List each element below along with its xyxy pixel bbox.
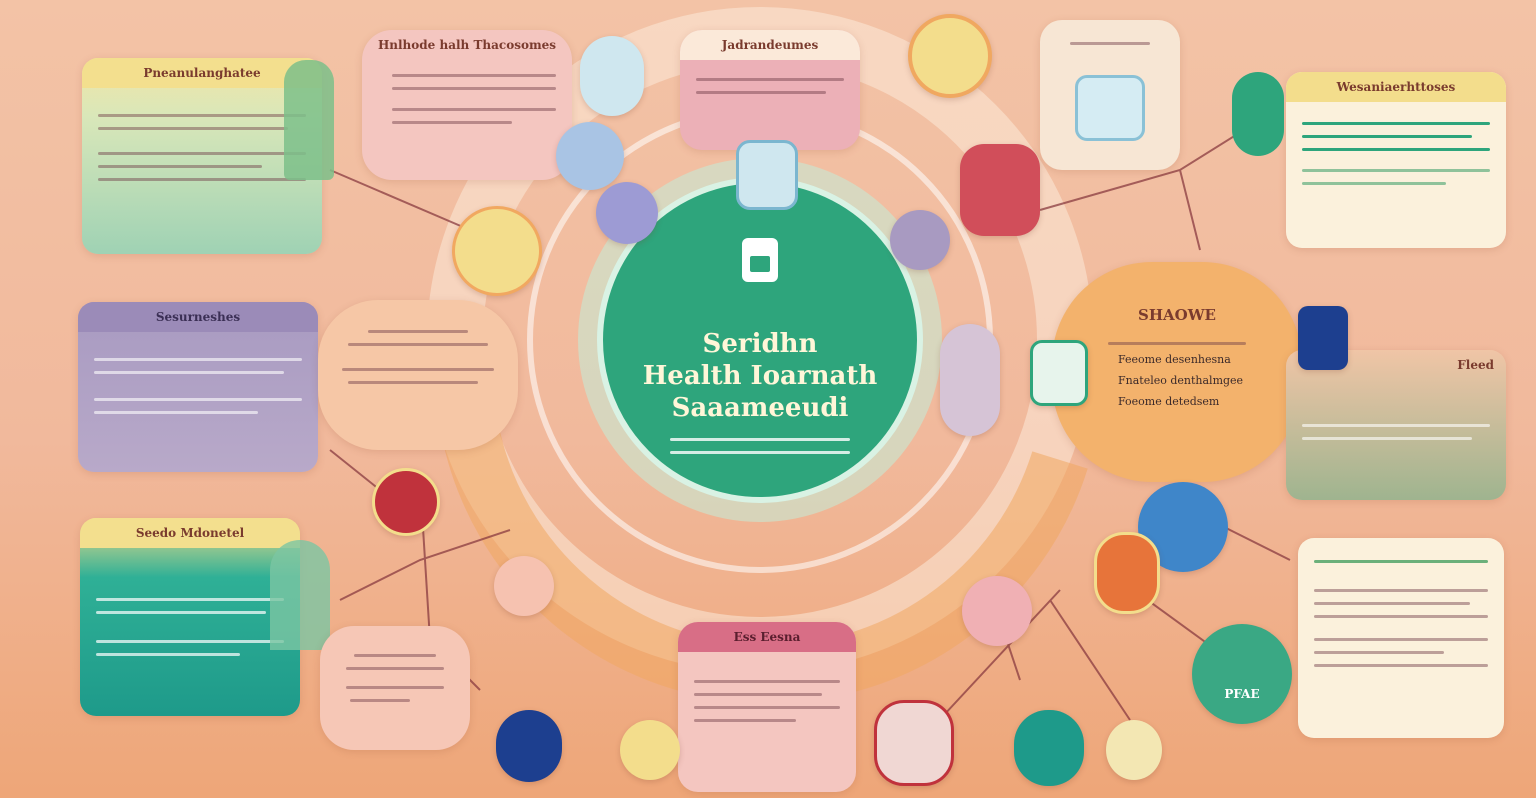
bubble-navy-bottom[interactable]	[496, 710, 562, 782]
device-icon	[1075, 75, 1145, 141]
card-top-center-heading: Jadrandeumes	[680, 30, 860, 60]
bubble-yellow-bottom[interactable]	[620, 720, 680, 780]
bubble-yellow-bottom-right[interactable]	[1106, 720, 1162, 780]
card-top-center-left-heading: Hnlhode halh Thacosomes	[377, 38, 557, 52]
card-bottom-right[interactable]	[1298, 538, 1504, 738]
building-icon	[1232, 72, 1284, 156]
card-bottom-left-small[interactable]	[320, 626, 470, 750]
bubble-purple-2[interactable]	[596, 182, 658, 244]
card-top-right[interactable]: Wesaniaerhttoses	[1286, 72, 1506, 248]
card-top-left[interactable]: Pneanulanghatee	[82, 58, 322, 254]
bubble-doc-right[interactable]	[1030, 340, 1088, 406]
bubble-green-bottom-right[interactable]: PFAE	[1192, 624, 1292, 724]
bubble-orange-badge[interactable]	[1094, 532, 1160, 614]
card-left-blob[interactable]	[318, 300, 518, 450]
bubble-red-house[interactable]	[960, 144, 1040, 236]
hub-text-lines	[670, 428, 850, 454]
chart-icon[interactable]	[580, 36, 644, 116]
bubble-red-left[interactable]	[372, 468, 440, 536]
bubble-lilac-1[interactable]	[890, 210, 950, 270]
right-blob-label-2: Fnateleo denthalmgee	[1118, 374, 1244, 387]
cactus-icon	[284, 60, 334, 180]
hub-document-icon-inner	[750, 256, 770, 272]
hub-title-line-2: Health Ioarnath	[642, 361, 878, 391]
card-top-center[interactable]: Jadrandeumes	[680, 30, 860, 150]
card-top-right-heading: Wesaniaerhttoses	[1286, 72, 1506, 102]
right-blob-label-3: Foeome detedsem	[1118, 395, 1220, 408]
card-top-right-small[interactable]	[1040, 20, 1180, 170]
card-bottom-center[interactable]: Ess Eesna	[678, 622, 856, 792]
bubble-pink-small[interactable]	[962, 576, 1032, 646]
card-right-blob[interactable]: SHAOWE Feeome desenhesna Fnateleo dentha…	[1052, 262, 1302, 482]
bottom-right-pill-label: PFAE	[1224, 687, 1260, 701]
card-mid-left[interactable]: Sesurneshes	[78, 302, 318, 472]
bubble-lilac-2[interactable]	[940, 324, 1000, 436]
hub-title-line-1: Seridhn	[702, 329, 818, 359]
bubble-red-bottom[interactable]	[874, 700, 954, 786]
folder-icon[interactable]	[452, 206, 542, 296]
clipboard-icon	[736, 140, 798, 210]
card-right-mid[interactable]: Fleed	[1286, 350, 1506, 500]
bubble-purple-1[interactable]	[556, 122, 624, 190]
bubble-green-top[interactable]	[908, 14, 992, 98]
right-blob-label-1: Feeome desenhesna	[1118, 353, 1231, 366]
bubble-navy-doc[interactable]	[1298, 306, 1348, 370]
hub-title-line-3: Saaameeudi	[671, 393, 849, 423]
card-bottom-left[interactable]: Seedo Mdonetel	[80, 518, 300, 716]
card-top-left-heading: Pneanulanghatee	[82, 58, 322, 88]
card-top-center-left[interactable]: Hnlhode halh Thacosomes	[362, 30, 572, 180]
card-right-mid-heading: Fleed	[1457, 358, 1494, 372]
hill-shape	[270, 540, 330, 650]
card-right-blob-heading: SHAOWE	[1138, 306, 1216, 324]
card-mid-left-heading: Sesurneshes	[78, 302, 318, 332]
hub-title: Seridhn Health Ioarnath Saaameeudi	[600, 328, 920, 424]
bubble-pink-small-left[interactable]	[494, 556, 554, 616]
card-bottom-left-heading: Seedo Mdonetel	[80, 518, 300, 548]
card-bottom-center-heading: Ess Eesna	[678, 622, 856, 652]
bubble-teal-bottom[interactable]	[1014, 710, 1084, 786]
